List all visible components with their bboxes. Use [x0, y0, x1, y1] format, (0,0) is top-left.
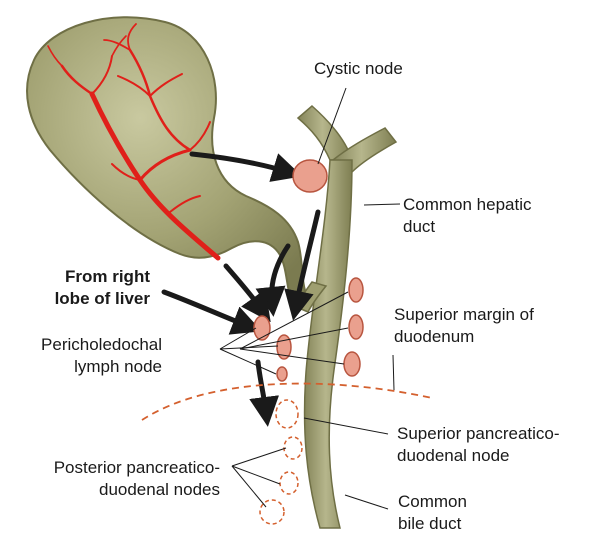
cystic-node-label: Cystic node [314, 58, 403, 80]
pericholedochal-node [349, 315, 363, 339]
pericholedochal-node [277, 367, 287, 381]
arrow-from-right-lobe [164, 292, 248, 326]
posterior-node [284, 437, 302, 459]
superior-pancreaticoduodenal-label: Superior pancreatico- duodenal node [397, 423, 560, 467]
pericholedochal-node [344, 352, 360, 376]
pericholedochal-node [254, 316, 270, 340]
common-bile-duct-label: Common bile duct [398, 491, 467, 534]
common-bile-duct [305, 160, 352, 528]
pericholedochal-node [349, 278, 363, 302]
cystic-node [293, 160, 327, 192]
pericholedochal-label: Pericholedochal lymph node [10, 334, 162, 378]
posterior-pancreaticoduodenal-nodes [260, 400, 302, 524]
superior-margin-duodenum-label: Superior margin of duodenum [394, 304, 534, 348]
posterior-node [276, 400, 298, 428]
gallbladder [27, 17, 310, 306]
from-right-lobe-label: From right lobe of liver [44, 266, 150, 310]
common-hepatic-duct-label: Common hepatic duct [403, 194, 532, 238]
arrow-gallbladder-neck-to-nodes [226, 266, 262, 310]
posterior-node [280, 472, 298, 494]
posterior-pancreaticoduodenal-label: Posterior pancreatico- duodenal nodes [4, 457, 220, 501]
superior-margin-duodenum-line [142, 384, 432, 420]
